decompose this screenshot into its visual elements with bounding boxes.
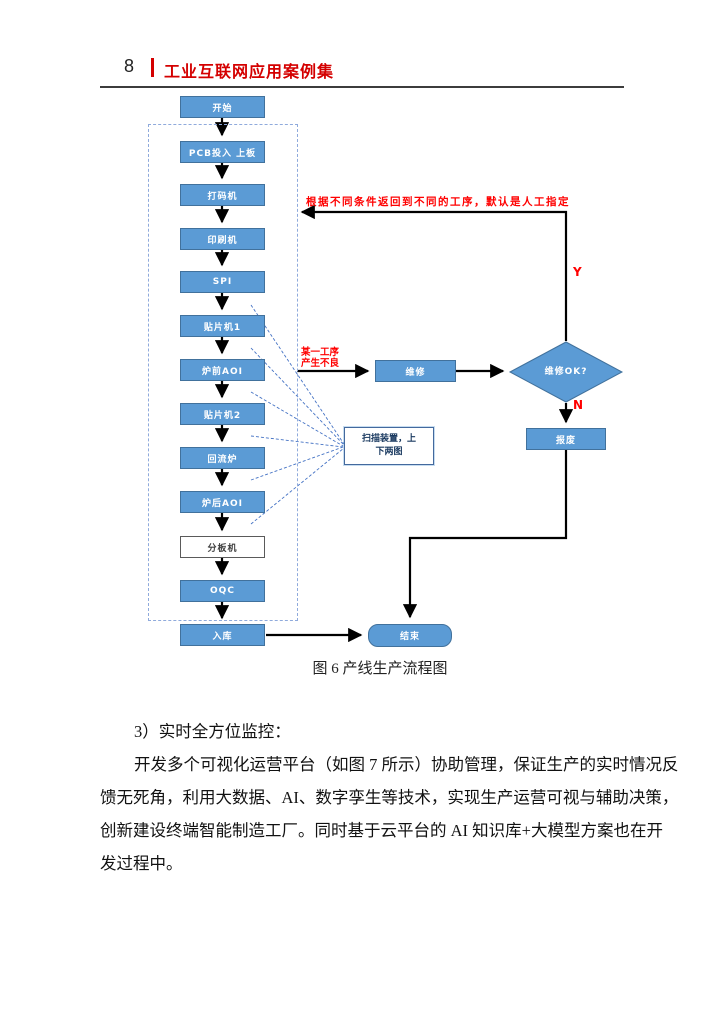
flow-node-mounter-1: 贴片机1 xyxy=(180,315,265,337)
yes-branch-label: Y xyxy=(573,265,582,279)
defect-annotation-line1: 某一工序 xyxy=(301,347,340,358)
flow-node-marking-machine: 打码机 xyxy=(180,184,265,206)
flow-node-end: 结束 xyxy=(368,624,452,647)
flow-node-oqc: OQC xyxy=(180,580,265,602)
flow-node-pre-oven-aoi: 炉前AOI xyxy=(180,359,265,381)
scan-device-note-line1: 扫描装置，上 xyxy=(361,434,416,444)
flow-node-printing-machine: 印刷机 xyxy=(180,228,265,250)
process-group-frame xyxy=(148,124,298,621)
flow-node-start: 开始 xyxy=(180,96,265,118)
flow-node-spi: SPI xyxy=(180,271,265,293)
figure-caption: 图 6 产线生产流程图 xyxy=(312,661,448,677)
defect-annotation: 某一工序 产生不良 xyxy=(301,347,339,369)
flow-node-repair-ok-label: 维修OK? xyxy=(544,367,588,377)
page-number: 8 xyxy=(124,56,135,76)
flow-node-warehousing: 入库 xyxy=(180,624,265,646)
flow-node-mounter-2: 贴片机2 xyxy=(180,403,265,425)
header-divider-bar xyxy=(151,58,154,77)
scan-device-note: 扫描装置，上 下两图 xyxy=(344,427,434,465)
body-text-line: 发过程中。 xyxy=(100,854,183,873)
flow-node-repair: 维修 xyxy=(375,360,456,382)
body-text-line: 创新建设终端智能制造工厂。同时基于云平台的 AI 知识库+大模型方案也在开 xyxy=(100,821,663,840)
scan-device-note-line2: 下两图 xyxy=(375,447,403,457)
feedback-annotation: 根据不同条件返回到不同的工序，默认是人工指定 xyxy=(306,196,570,208)
flow-node-reflow-oven: 回流炉 xyxy=(180,447,265,469)
flow-node-board-splitter: 分板机 xyxy=(180,536,265,558)
flow-node-scrap: 报废 xyxy=(526,428,606,450)
header-title: 工业互联网应用案例集 xyxy=(164,64,335,81)
flow-node-post-oven-aoi: 炉后AOI xyxy=(180,491,265,513)
section-heading: 3）实时全方位监控： xyxy=(134,722,291,741)
body-text-line: 开发多个可视化运营平台（如图 7 所示）协助管理，保证生产的实时情况反 xyxy=(134,755,679,774)
defect-annotation-line2: 产生不良 xyxy=(301,358,340,369)
header-rule xyxy=(100,86,624,88)
no-branch-label: N xyxy=(573,398,584,412)
flow-node-pcb-loading: PCB投入 上板 xyxy=(180,141,265,163)
body-text-line: 馈无死角，利用大数据、AI、数字孪生等技术，实现生产运营可视与辅助决策， xyxy=(100,788,679,807)
